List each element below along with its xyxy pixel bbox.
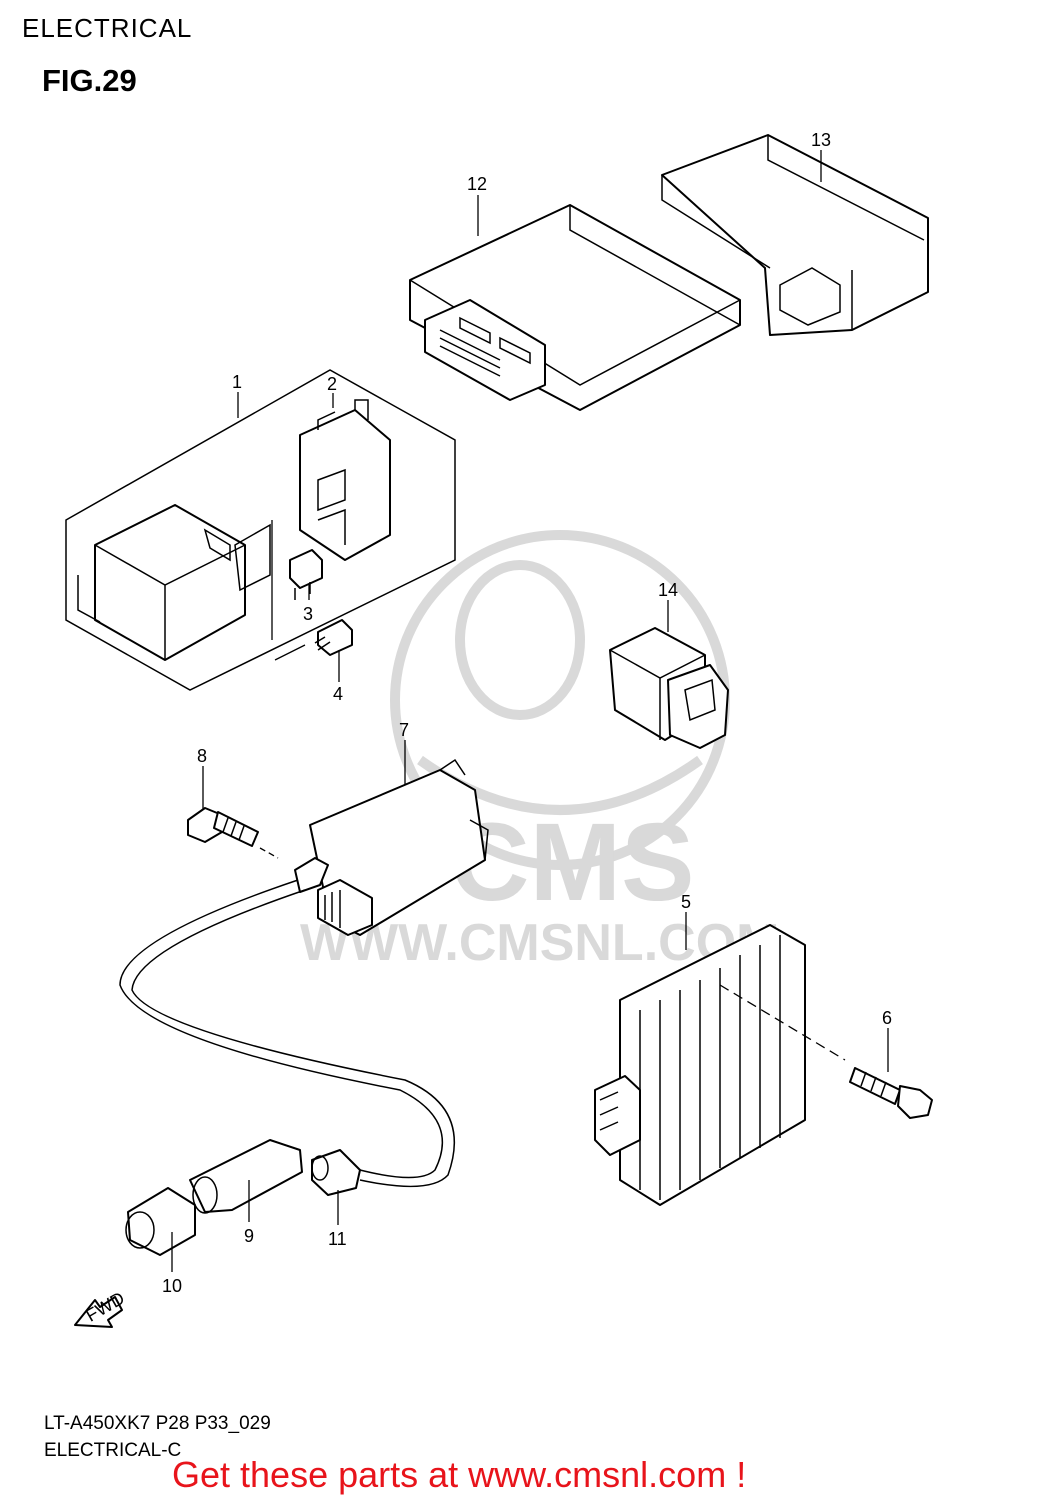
- part-1-relay-assembly[interactable]: [65, 369, 456, 691]
- callout-10: 10: [162, 1276, 182, 1296]
- callout-13: 13: [811, 130, 831, 150]
- part-10-boot[interactable]: [125, 1187, 196, 1256]
- callout-9: 9: [244, 1226, 254, 1246]
- callout-8: 8: [197, 746, 207, 766]
- callout-1: 1: [232, 372, 242, 392]
- callout-12: 12: [467, 174, 487, 194]
- callout-11: 11: [328, 1229, 347, 1249]
- callout-2: 2: [327, 374, 337, 394]
- figure-label: FIG.29: [42, 63, 137, 98]
- part-5-regulator-rectifier[interactable]: [594, 924, 846, 1206]
- page-label: ELECTRICAL-C: [44, 1440, 182, 1461]
- callout-5: 5: [681, 892, 691, 912]
- part-7-ignition-coil[interactable]: [119, 758, 489, 1188]
- part-13-ecm-cover[interactable]: [661, 134, 929, 336]
- part-4-bolt[interactable]: [314, 619, 353, 656]
- callout-7: 7: [399, 720, 409, 740]
- fwd-arrow: FWD: [74, 1288, 128, 1328]
- part-2-fuse-holder[interactable]: [299, 399, 391, 561]
- section-title: ELECTRICAL: [22, 13, 193, 43]
- part-14-connector[interactable]: [609, 627, 729, 749]
- callout-14: 14: [658, 580, 678, 600]
- callout-6: 6: [882, 1008, 892, 1028]
- part-11-cap-fitting[interactable]: [311, 1149, 361, 1196]
- call-to-action-link[interactable]: Get these parts at www.cmsnl.com !: [172, 1454, 747, 1495]
- watermark-brand: CMS: [450, 801, 694, 924]
- part-6-bolt[interactable]: [849, 1067, 933, 1119]
- part-3-fuse[interactable]: [289, 549, 323, 600]
- part-9-plug-cap[interactable]: [189, 1139, 303, 1214]
- callout-4: 4: [333, 684, 343, 704]
- callout-leaders: [171, 150, 889, 1272]
- callout-3: 3: [303, 604, 313, 624]
- callout-numbers: 1 2 3 4 5 6 7 8 9 10 11 12 13 14: [162, 130, 892, 1296]
- model-code: LT-A450XK7 P28 P33_029: [44, 1413, 271, 1434]
- part-12-ecm-unit[interactable]: [409, 204, 741, 411]
- part-8-bolt[interactable]: [187, 807, 279, 859]
